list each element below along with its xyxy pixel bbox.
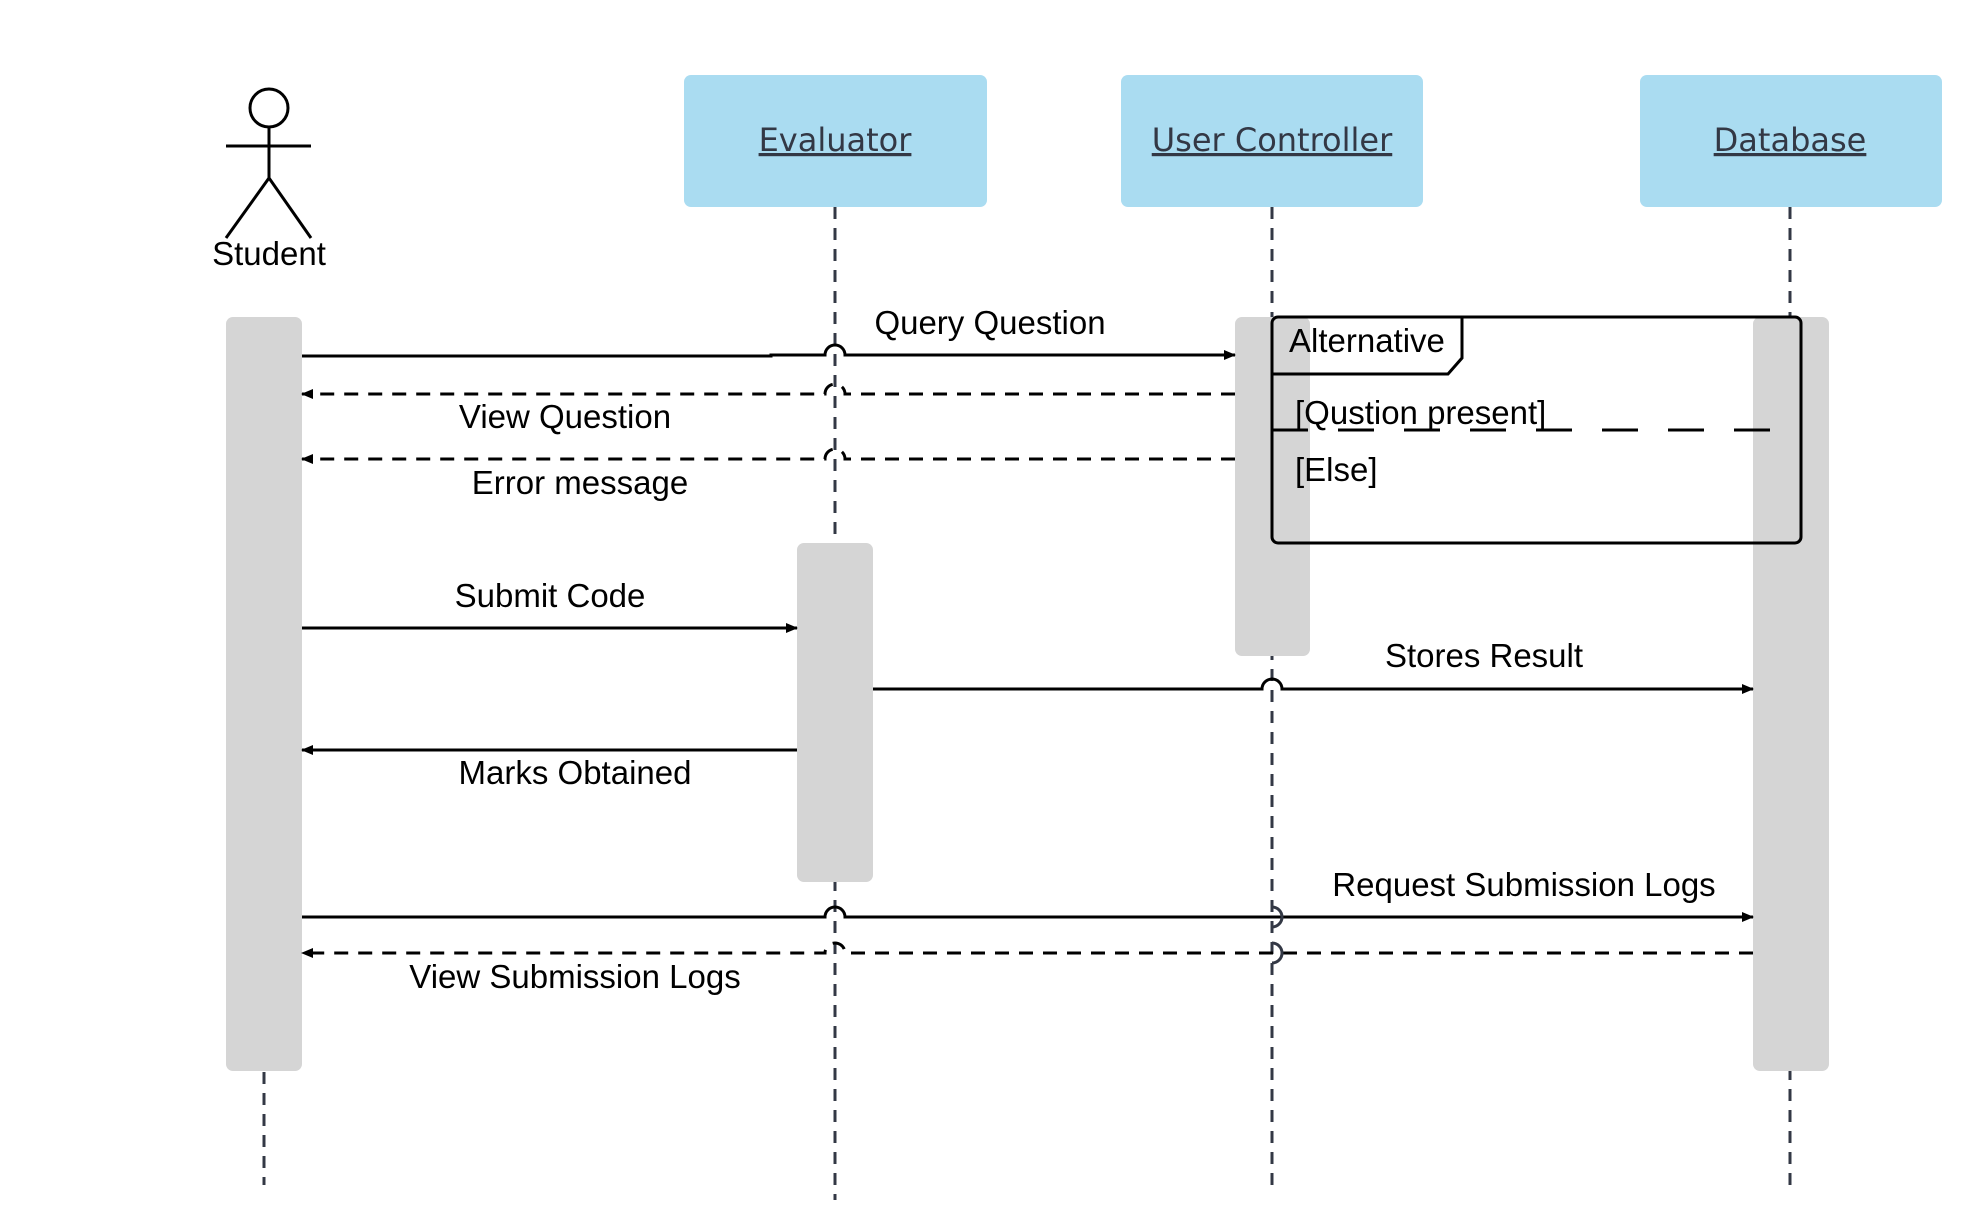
msg-submit-code-label: Submit Code xyxy=(455,577,646,614)
msg-error-message-line xyxy=(301,447,1235,464)
msg-marks-obtained-label: Marks Obtained xyxy=(459,754,692,791)
messages xyxy=(301,343,1754,958)
object-database-box xyxy=(1640,75,1942,207)
alt-fragment: Alternative [Qustion present] [Else] xyxy=(1270,315,1803,545)
msg-view-question-label: View Question xyxy=(459,398,671,435)
lifeline-hop-1 xyxy=(1271,905,1284,929)
msg-request-logs-line xyxy=(302,905,1754,922)
activation-database xyxy=(1753,317,1829,1071)
object-boxes: Evaluator User Controller Database xyxy=(684,75,1942,207)
alt-title: Alternative xyxy=(1289,322,1445,359)
actor-leg-left xyxy=(224,177,271,239)
message-labels: Query Question View Question Error messa… xyxy=(409,304,1715,995)
msg-query-question-label: Query Question xyxy=(874,304,1105,341)
msg-view-logs-label: View Submission Logs xyxy=(409,958,740,995)
actor-leg-right xyxy=(267,177,313,239)
msg-request-logs-label: Request Submission Logs xyxy=(1332,866,1715,903)
object-user-controller-label: User Controller xyxy=(1152,121,1393,159)
lifeline-hop-2 xyxy=(1271,941,1284,965)
alt-guard-2: [Else] xyxy=(1295,451,1378,488)
activation-student xyxy=(226,317,302,1071)
activation-evaluator xyxy=(797,543,873,882)
msg-view-question-line xyxy=(301,382,1235,399)
alt-guard-1: [Qustion present] xyxy=(1295,394,1546,431)
object-user-controller-box xyxy=(1121,75,1423,207)
object-evaluator-box xyxy=(684,75,987,207)
actor-label: Student xyxy=(212,235,326,272)
msg-error-message-label: Error message xyxy=(472,464,688,501)
actor-head xyxy=(248,87,290,129)
object-evaluator-label: Evaluator xyxy=(759,121,913,159)
alt-title-tab xyxy=(1272,317,1464,376)
lifeline-hops xyxy=(1271,905,1284,965)
msg-query-question-line xyxy=(302,343,1236,360)
object-database-label: Database xyxy=(1714,121,1867,159)
msg-stores-result-line xyxy=(873,677,1754,694)
actor-student xyxy=(224,87,313,239)
msg-stores-result-label: Stores Result xyxy=(1385,637,1583,674)
msg-view-logs-line xyxy=(301,941,1753,958)
